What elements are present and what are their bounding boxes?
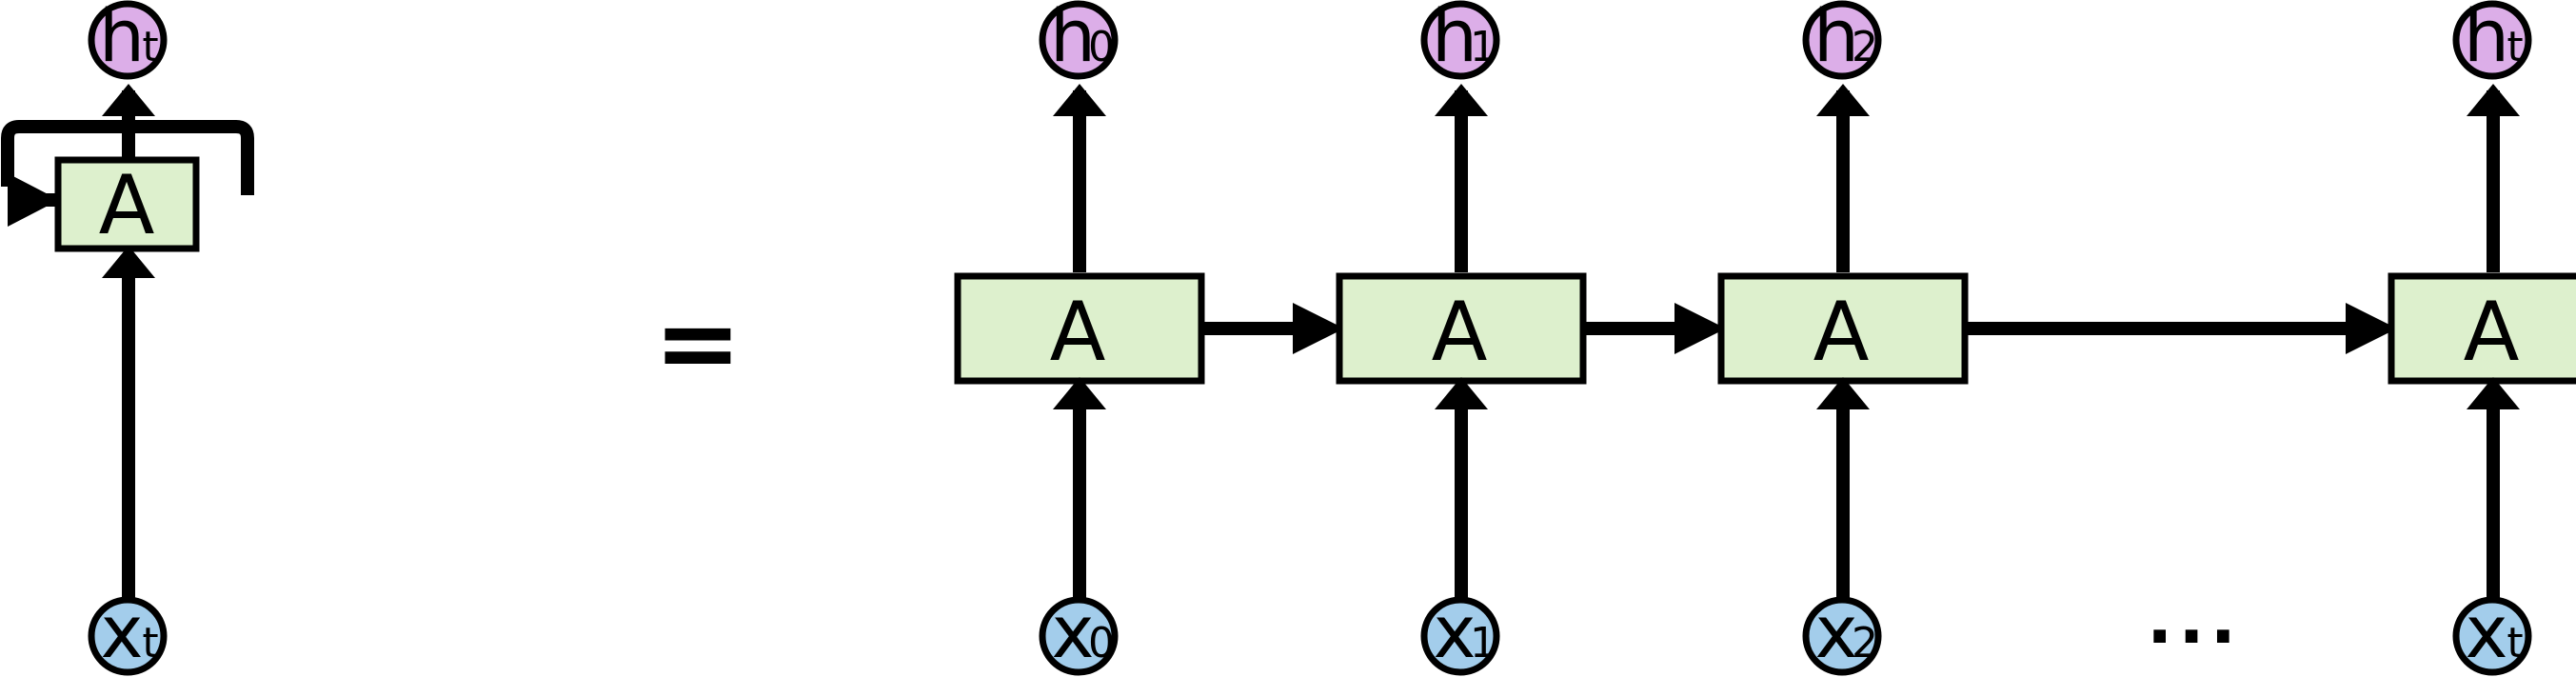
step2-cell-label: A <box>1813 285 1870 380</box>
step2-hidden-node[interactable] <box>1802 0 1882 80</box>
equals-sign: = <box>654 282 742 404</box>
step2-to-stept-arrowhead <box>2346 303 2397 354</box>
step2-cell-box[interactable] <box>1717 272 1969 385</box>
step1-input-wire <box>1455 409 1468 598</box>
step0-input-label: x <box>1052 589 1095 674</box>
step0-to-step1-arrowhead <box>1293 303 1344 354</box>
step0-to-step1-wire <box>1201 322 1306 335</box>
step2-input-sublabel: 2 <box>1852 619 1878 667</box>
step0-input-wire <box>1073 409 1086 598</box>
step0-hidden-node[interactable] <box>1039 0 1119 80</box>
step1-output-wire <box>1455 90 1468 272</box>
recurrent-loop-stub <box>8 193 55 207</box>
stept-input-sublabel: t <box>2507 619 2523 667</box>
step1-input-arrowhead <box>1435 377 1488 409</box>
step2-output-wire <box>1836 90 1850 272</box>
step2-input-label: x <box>1815 589 1858 674</box>
step1-hidden-node[interactable] <box>1420 0 1500 80</box>
step0-input-arrowhead <box>1053 377 1106 409</box>
step1-to-step2-wire <box>1583 322 1688 335</box>
step2-hidden-label: h <box>1813 0 1859 78</box>
step1-to-step2-arrowhead <box>1674 303 1726 354</box>
step2-hidden-sublabel: 2 <box>1852 23 1878 71</box>
folded-hidden-node[interactable] <box>88 0 168 80</box>
step2-input-arrowhead <box>1816 377 1870 409</box>
step0-output-wire <box>1073 90 1086 272</box>
folded-hidden-sublabel: t <box>142 23 158 71</box>
step0-cell-label: A <box>1050 285 1106 380</box>
step0-input-node[interactable] <box>1039 596 1119 676</box>
folded-input-label: x <box>101 589 144 674</box>
folded-input-arrowhead <box>102 246 155 278</box>
step1-hidden-label: h <box>1432 0 1477 78</box>
stept-input-label: x <box>2466 589 2508 674</box>
stept-input-wire <box>2487 409 2500 598</box>
stept-output-wire <box>2487 90 2500 272</box>
stept-cell-box[interactable] <box>2388 272 2576 385</box>
step1-input-sublabel: 1 <box>1470 619 1496 667</box>
step0-output-arrowhead <box>1053 84 1106 116</box>
folded-cell-label: A <box>99 158 155 253</box>
step1-cell-label: A <box>1432 285 1488 380</box>
step2-input-node[interactable] <box>1802 596 1882 676</box>
ellipsis-label: ... <box>2147 579 2242 659</box>
stept-hidden-node[interactable] <box>2452 0 2532 80</box>
step2-output-arrowhead <box>1816 84 1870 116</box>
step1-input-node[interactable] <box>1420 596 1500 676</box>
step2-to-stept-wire <box>1965 322 2359 335</box>
folded-output-arrowhead <box>102 84 155 116</box>
stept-input-node[interactable] <box>2452 596 2532 676</box>
stept-hidden-label: h <box>2464 0 2509 78</box>
stept-output-arrowhead <box>2467 84 2520 116</box>
folded-hidden-label: h <box>99 0 145 78</box>
step0-hidden-label: h <box>1050 0 1096 78</box>
folded-input-sublabel: t <box>142 619 158 667</box>
stept-cell-label: A <box>2464 285 2520 380</box>
step0-hidden-sublabel: 0 <box>1088 23 1115 71</box>
stept-hidden-sublabel: t <box>2507 23 2523 71</box>
stept-input-arrowhead <box>2467 377 2520 409</box>
step2-input-wire <box>1836 409 1850 598</box>
step0-input-sublabel: 0 <box>1088 619 1115 667</box>
step1-output-arrowhead <box>1435 84 1488 116</box>
step1-hidden-sublabel: 1 <box>1470 23 1496 71</box>
folded-input-wire-long <box>122 278 135 600</box>
step1-input-label: x <box>1434 589 1476 674</box>
